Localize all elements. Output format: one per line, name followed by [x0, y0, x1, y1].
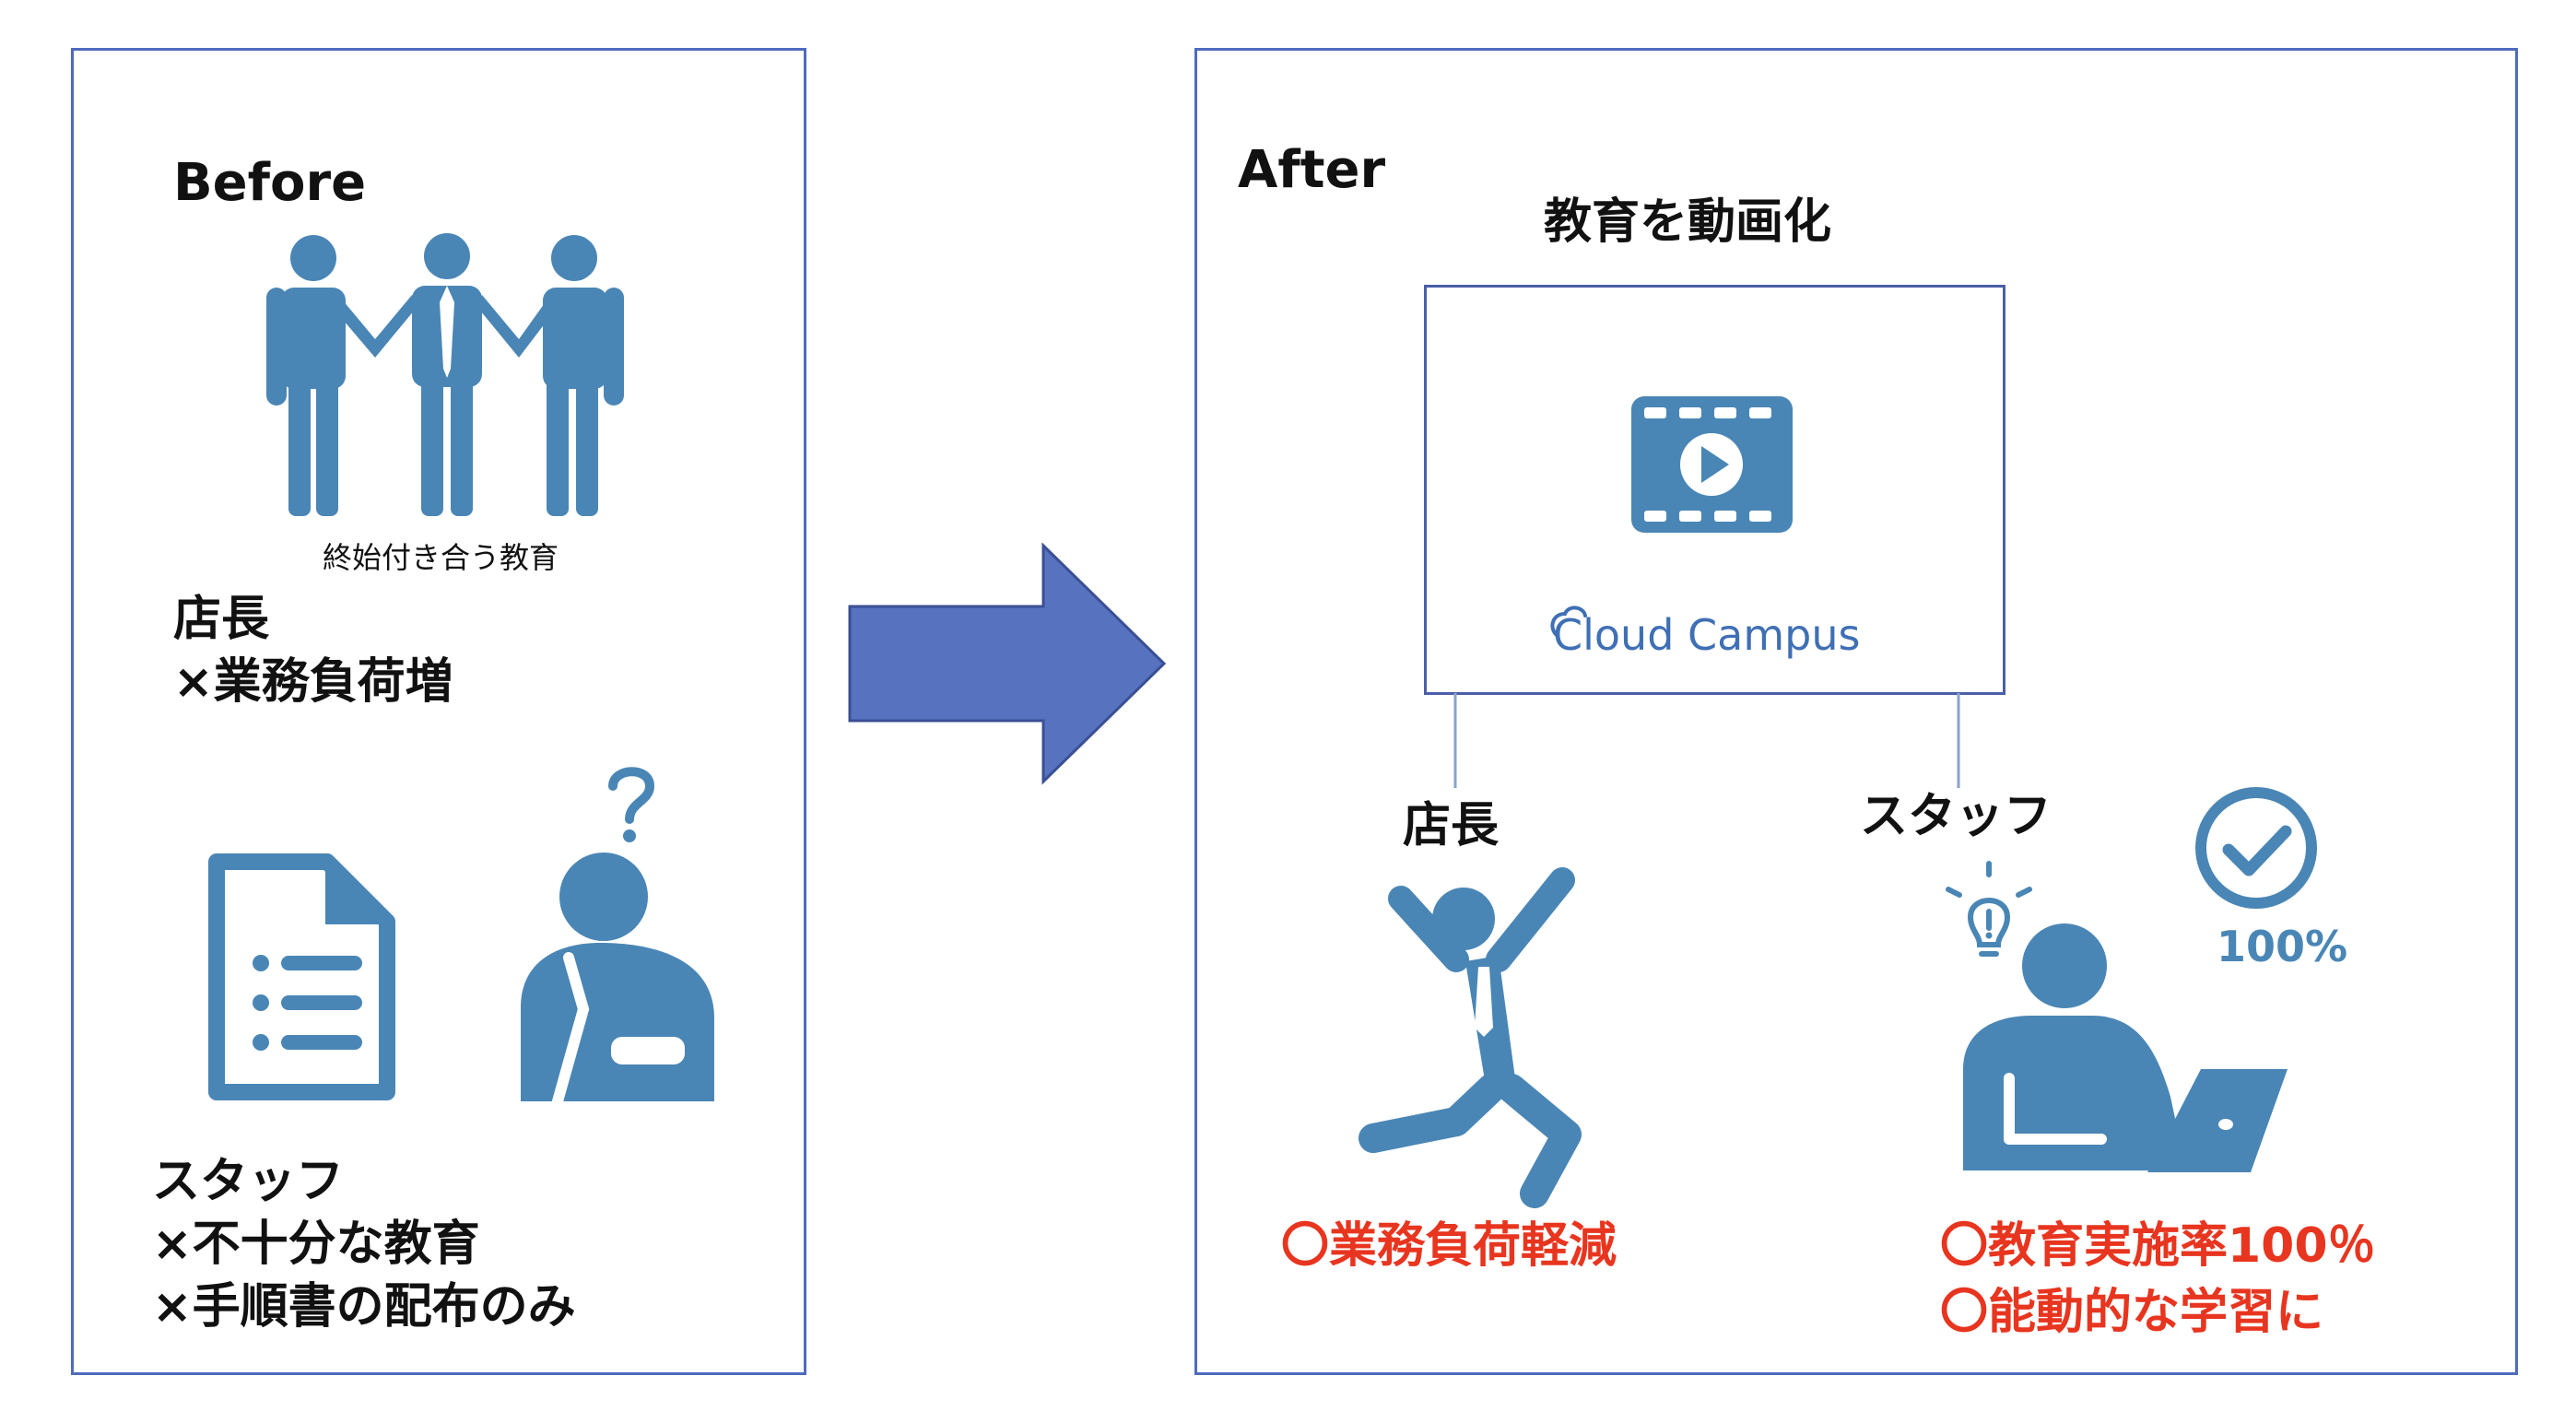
video-heading: 教育を動画化	[1544, 194, 1832, 250]
people-caption: 終始付き合う教育	[323, 540, 559, 575]
video-play-icon	[1631, 396, 1793, 533]
checkmark-circle-icon	[2195, 787, 2317, 909]
jumping-person-icon	[1359, 867, 1582, 1208]
before-staff-title: スタッフ	[152, 1154, 345, 1209]
after-staff-benefit-2: 〇能動的な学習に	[1940, 1285, 2324, 1340]
person-laptop-icon	[1963, 923, 2288, 1172]
group-people-icon	[266, 233, 624, 516]
before-staff-issue-1: ×不十分な教育	[152, 1217, 480, 1272]
after-label: After	[1238, 140, 1386, 200]
brand-name: Cloud Campus	[1553, 610, 1861, 660]
completion-badge: 100%	[2217, 922, 2348, 971]
document-list-icon	[208, 853, 395, 1100]
after-manager-title: 店長	[1403, 798, 1500, 853]
after-staff-benefit-1: 〇教育実施率100％	[1940, 1218, 2376, 1274]
before-label: Before	[173, 153, 367, 213]
confused-person-icon	[521, 767, 714, 1107]
after-staff-title: スタッフ	[1860, 789, 2053, 844]
before-manager-title: 店長	[173, 592, 270, 647]
cloud-icon	[1550, 606, 1587, 638]
before-manager-issue: ×業務負荷増	[173, 654, 453, 710]
after-panel	[1194, 48, 2518, 1375]
lightbulb-icon	[1946, 861, 2032, 957]
after-manager-benefit: 〇業務負荷軽減	[1281, 1218, 1617, 1274]
arrow-right-icon	[848, 542, 1167, 785]
before-staff-issue-2: ×手順書の配布のみ	[152, 1279, 576, 1335]
connector-lines	[1453, 693, 1960, 788]
